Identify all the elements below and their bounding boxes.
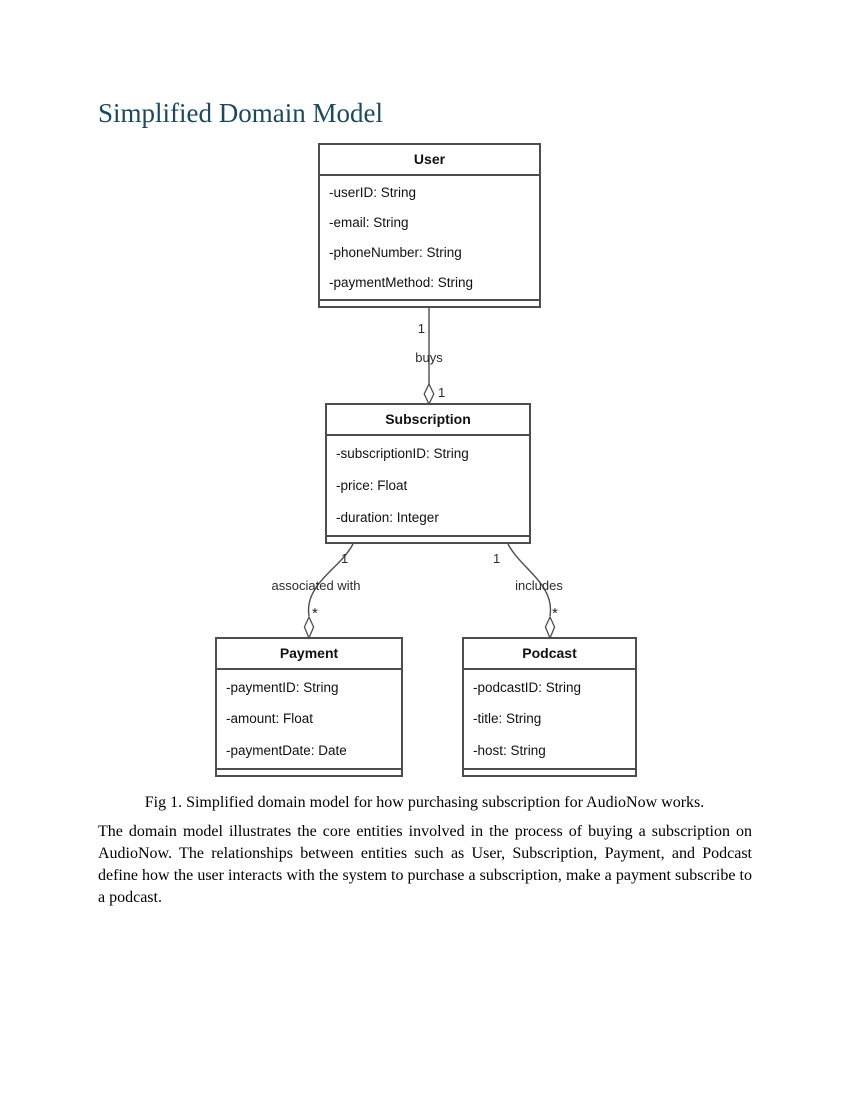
uml-class-subscription: Subscription -subscriptionID: String -pr… (325, 403, 531, 544)
class-attribute: -amount: Float (226, 711, 314, 727)
class-attribute: -price: Float (336, 478, 408, 493)
body-paragraph: The domain model illustrates the core en… (98, 823, 752, 906)
class-attribute: -host: String (473, 742, 546, 758)
class-name-subscription: Subscription (327, 405, 529, 436)
class-attribute: -userID: String (329, 185, 417, 201)
multiplicity-payment-end: * (312, 605, 318, 622)
class-attributes-payment: -paymentID: String -amount: Float -payme… (217, 670, 401, 768)
page-title: Simplified Domain Model (98, 98, 383, 128)
class-attributes-podcast: -podcastID: String -title: String -host:… (464, 670, 635, 768)
multiplicity-subscription-end: 1 (438, 385, 446, 400)
class-attribute: -paymentID: String (226, 680, 339, 696)
aggregation-diamond-icon (423, 382, 435, 406)
multiplicity-subscription-right-end: 1 (493, 551, 501, 566)
class-methods-compartment-empty (217, 768, 401, 775)
multiplicity-user-end: 1 (417, 321, 425, 336)
class-attributes-user: -userID: String -email: String -phoneNum… (320, 176, 539, 299)
class-name-payment: Payment (217, 639, 401, 670)
class-name-user: User (320, 145, 539, 176)
class-attribute: -phoneNumber: String (329, 244, 462, 260)
class-attribute: -email: String (329, 215, 409, 231)
class-attributes-subscription: -subscriptionID: String -price: Float -d… (327, 436, 529, 535)
uml-class-payment: Payment -paymentID: String -amount: Floa… (215, 637, 403, 777)
class-attribute: -paymentDate: Date (226, 742, 347, 758)
multiplicity-podcast-end: * (552, 605, 558, 622)
class-attribute: -podcastID: String (473, 680, 582, 696)
uml-class-user: User -userID: String -email: String -pho… (318, 143, 541, 308)
association-label-associated-with: associated with (271, 578, 361, 593)
class-name-podcast: Podcast (464, 639, 635, 670)
association-label-includes: includes (515, 578, 563, 593)
class-attribute: -title: String (473, 711, 542, 727)
association-label-buys: buys (415, 350, 443, 365)
class-attribute: -duration: Integer (336, 509, 439, 525)
class-methods-compartment-empty (327, 535, 529, 542)
class-attribute: -paymentMethod: String (329, 274, 474, 290)
multiplicity-subscription-left-end: 1 (341, 551, 349, 566)
class-attribute: -subscriptionID: String (336, 446, 469, 462)
class-methods-compartment-empty (320, 299, 539, 306)
class-methods-compartment-empty (464, 768, 635, 775)
figure-caption: Fig 1. Simplified domain model for how p… (144, 794, 705, 811)
uml-class-podcast: Podcast -podcastID: String -title: Strin… (462, 637, 637, 777)
